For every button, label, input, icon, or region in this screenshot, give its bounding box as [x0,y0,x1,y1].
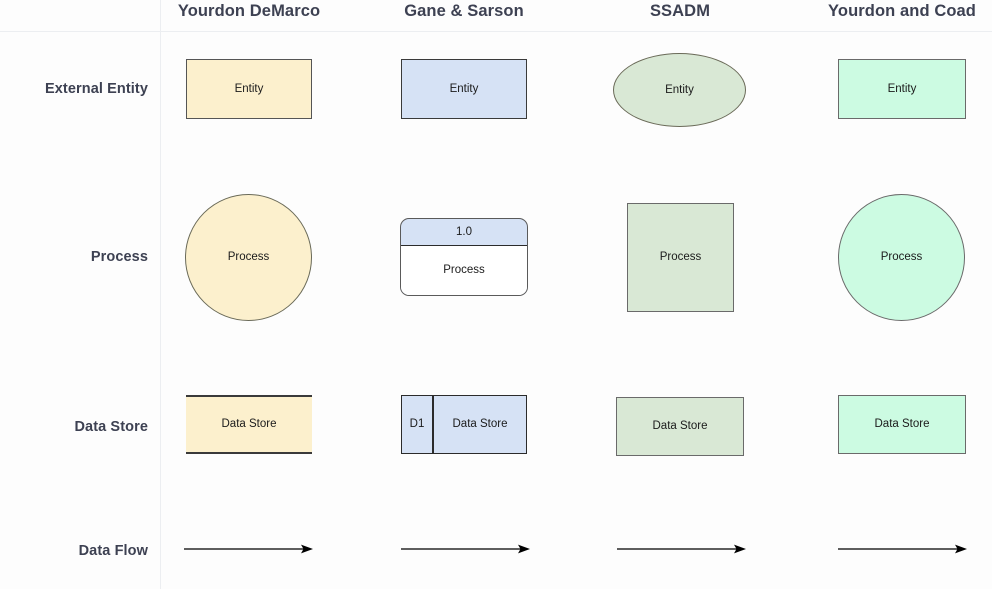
shape-label-entity: Entity [665,83,694,96]
row-label-divider-line [160,0,161,589]
shape-data-store-ssadm: Data Store [616,397,744,456]
shape-label-entity: Entity [234,82,264,95]
shape-data-store-yourdon-demarco: Data Store [186,395,312,454]
header-divider-line [0,31,992,32]
shape-external-entity-yourdon-demarco: Entity [186,59,312,119]
row-label-data-flow: Data Flow [78,543,148,559]
column-header-gane-sarson: Gane & Sarson [404,2,524,20]
shape-data-flow-ssadm [617,542,747,554]
shape-label-process: Process [880,251,923,264]
shape-data-store-yourdon-coad: Data Store [838,395,966,454]
data-store-name-cell: Data Store [434,396,526,453]
shape-label-process: Process [443,264,485,277]
shape-external-entity-yourdon-coad: Entity [838,59,966,119]
column-header-ssadm: SSADM [649,2,711,20]
shape-external-entity-gane-sarson: Entity [401,59,527,119]
column-header-yourdon-demarco: Yourdon DeMarco [177,2,321,20]
row-label-data-store: Data Store [74,419,148,435]
column-header-yourdon-coad: Yourdon and Coad [828,2,976,20]
shape-process-yourdon-demarco: Process [185,194,312,321]
shape-label-data-store: Data Store [874,418,930,431]
process-number-band: 1.0 [401,219,527,246]
shape-process-gane-sarson: 1.0 Process [400,218,528,296]
data-store-id-cell: D1 [402,396,434,453]
shape-label-entity: Entity [887,82,917,95]
shape-data-flow-yourdon-demarco [184,542,314,554]
shape-label-process: Process [227,251,270,264]
shape-label-data-store: Data Store [452,418,508,431]
shape-label-data-store: Data Store [652,420,708,433]
shape-label-data-store: Data Store [221,418,277,431]
row-label-external-entity: External Entity [44,81,148,97]
shape-label-process: Process [659,251,702,264]
shape-label-process-number: 1.0 [456,225,472,238]
shape-data-flow-gane-sarson [401,542,531,554]
shape-label-data-store-id: D1 [409,418,425,431]
shape-data-store-gane-sarson: D1 Data Store [401,395,527,454]
shape-external-entity-ssadm: Entity [613,53,746,127]
shape-label-entity: Entity [449,82,479,95]
row-label-process: Process [90,249,148,265]
shape-process-ssadm: Process [627,203,734,312]
shape-process-yourdon-coad: Process [838,194,965,321]
process-name-band: Process [401,246,527,295]
shape-data-flow-yourdon-coad [838,542,968,554]
